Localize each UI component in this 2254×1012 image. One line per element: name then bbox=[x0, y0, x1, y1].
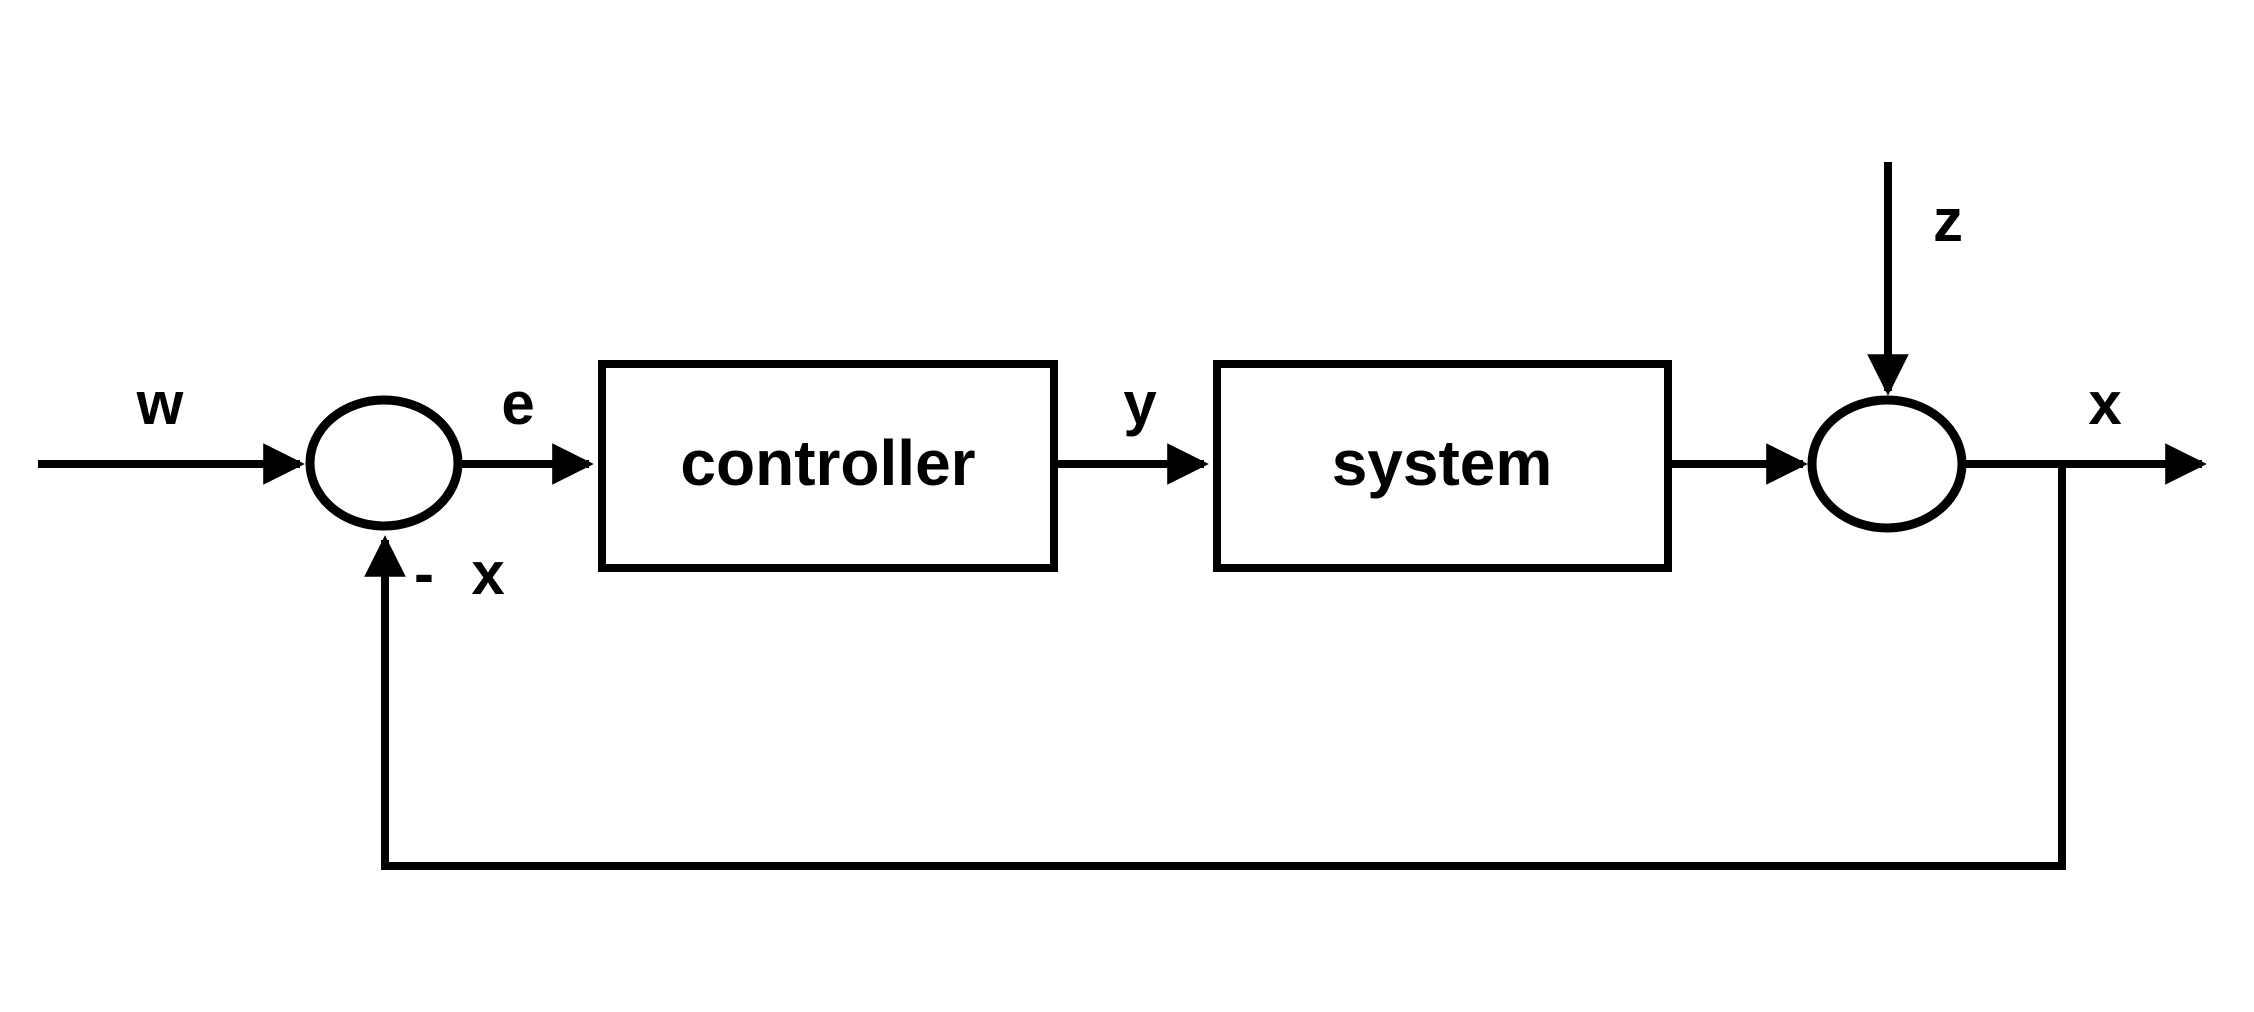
signal-label-e: e bbox=[501, 370, 534, 437]
signal-label-z: z bbox=[1933, 187, 1963, 254]
disturbance-summing-junction bbox=[1807, 395, 1967, 533]
block-controller bbox=[598, 360, 1058, 572]
signal-label-y: y bbox=[1123, 370, 1157, 437]
signal-label-x-feedback: x bbox=[471, 540, 504, 607]
block-system-label: system bbox=[1332, 427, 1553, 499]
error-summing-junction bbox=[305, 395, 463, 531]
block-system bbox=[1213, 360, 1672, 572]
feedback-path bbox=[364, 464, 2066, 870]
block-controller-label: controller bbox=[680, 427, 975, 499]
feedback-sign-label: - bbox=[414, 540, 434, 607]
signal-label-w: w bbox=[136, 370, 184, 437]
signal-label-x-output: x bbox=[2088, 370, 2121, 437]
